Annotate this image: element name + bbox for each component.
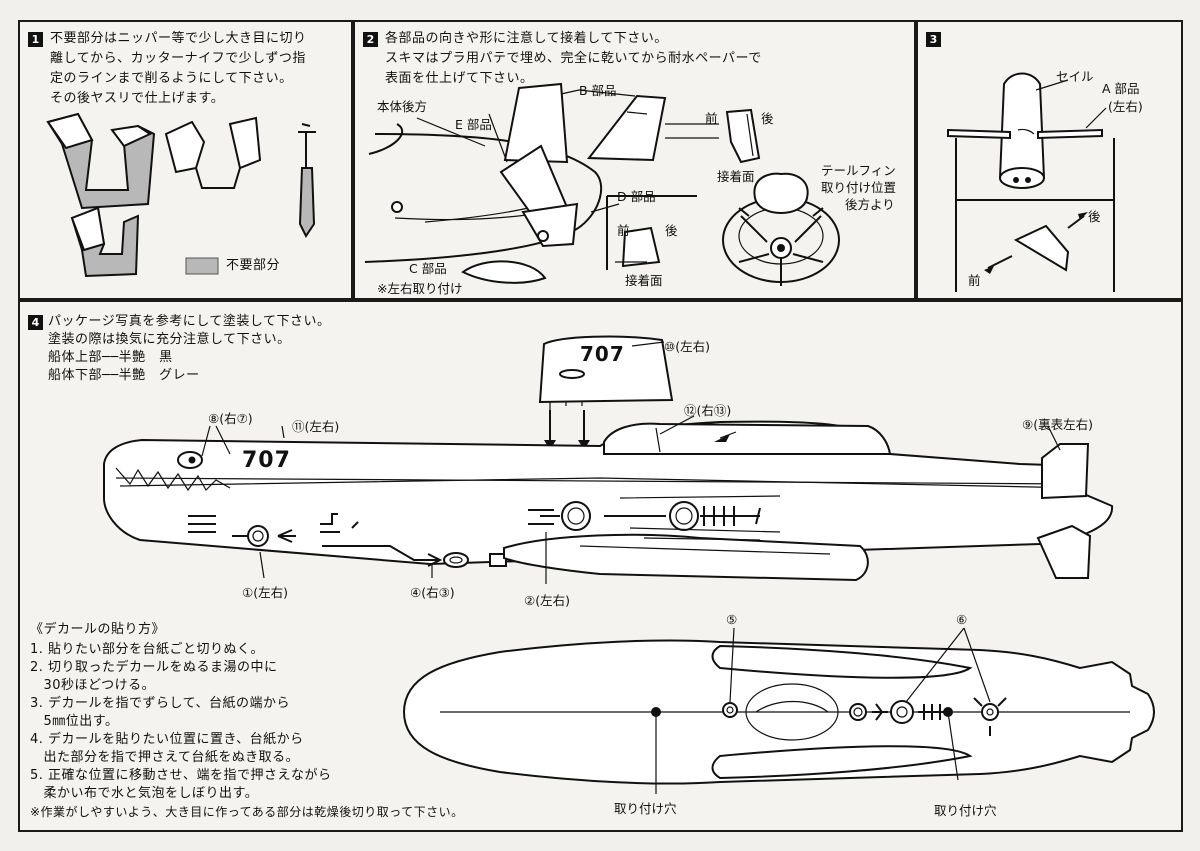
step-4-line-3: 船体上部──半艶 黒: [48, 350, 173, 365]
step-number-3: 3: [926, 32, 941, 47]
label-decal-10: ⑩(左右): [664, 339, 710, 354]
step-1-line-4: その後ヤスリで仕上げます。: [50, 91, 225, 106]
decal-note: ※作業がしやすいよう、大き目に作ってある部分は乾燥後切り取って下さい。: [30, 805, 464, 819]
label-front-1: 前: [705, 111, 718, 126]
unneeded-part-swatch: [185, 257, 219, 275]
panel-step-1: 1 不要部分はニッパー等で少し大き目に切り 離してから、カッターナイフで少しずつ…: [18, 20, 353, 300]
label-tail-fin-3: 後方より: [845, 197, 895, 212]
label-decal-5: ⑤: [726, 612, 738, 627]
step-2-line-3: 表面を仕上げて下さい。: [385, 71, 534, 86]
step-number-2: 2: [363, 32, 378, 47]
decal-step-4: 4. デカールを貼りたい位置に置き、台紙から: [30, 732, 304, 747]
step-number-1: 1: [28, 32, 43, 47]
label-b-part: B 部品: [579, 83, 617, 98]
step-number-4: 4: [28, 315, 43, 330]
hull-number-decal: 707: [242, 448, 291, 473]
label-glue-1: 接着面: [717, 169, 755, 184]
step-1-line-1: 不要部分はニッパー等で少し大き目に切り: [50, 31, 307, 46]
decal-step-2b: 30秒ほどつける。: [30, 678, 156, 693]
label-decal-2: ②(左右): [524, 593, 570, 608]
decal-step-4b: 出た部分を指で押さえて台紙をぬき取る。: [30, 750, 300, 765]
label-a-part-lr: (左右): [1108, 99, 1143, 114]
label-mount-hole-1: 取り付け穴: [614, 801, 677, 816]
sail-number-decal: 707: [580, 342, 625, 366]
label-back-2: 後: [665, 223, 678, 238]
label-e-part: E 部品: [455, 117, 492, 132]
label-d-part: D 部品: [617, 189, 656, 204]
step-1-line-2: 離してから、カッターナイフで少しずつ指: [50, 51, 306, 66]
step-1-line-3: 定のラインまで削るようにして下さい。: [50, 71, 293, 86]
label-glue-2: 接着面: [625, 273, 663, 288]
label-front-2: 前: [617, 223, 630, 238]
step-2-line-1: 各部品の向きや形に注意して接着して下さい。: [385, 31, 668, 46]
step-4-line-4: 船体下部──半艶 グレー: [48, 368, 200, 383]
decal-step-5: 5. 正確な位置に移動させ、端を指で押さえながら: [30, 768, 332, 783]
step-4-line-1: パッケージ写真を参考にして塗装して下さい。: [48, 314, 331, 329]
label-back-1: 後: [761, 111, 774, 126]
decal-step-3: 3. デカールを指でずらして、台紙の端から: [30, 696, 290, 711]
step-2-line-2: スキマはプラ用パテで埋め、完全に乾いてから耐水ペーパーで: [385, 51, 762, 66]
decal-step-1: 1. 貼りたい部分を台紙ごと切りぬく。: [30, 642, 265, 657]
step-4-line-2: 塗装の際は換気に充分注意して下さい。: [48, 332, 291, 347]
label-back: 後: [1088, 209, 1101, 224]
label-decal-8: ⑧(右⑦): [208, 411, 253, 426]
label-tail-fin-1: テールフィン: [821, 163, 896, 178]
sail-assembly-illustration: [947, 72, 1115, 292]
sprue-trimming-illustration: [46, 112, 316, 278]
decal-title: 《デカールの貼り方》: [30, 622, 166, 637]
label-c-note: ※左右取り付け: [377, 281, 463, 296]
label-body-rear: 本体後方: [377, 99, 428, 114]
decal-step-2: 2. 切り取ったデカールをぬるま湯の中に: [30, 660, 278, 675]
label-sail: セイル: [1056, 69, 1094, 84]
panel-step-2: 2 各部品の向きや形に注意して接着して下さい。 スキマはプラ用パテで埋め、完全に…: [353, 20, 916, 300]
decal-step-3b: 5㎜位出す。: [30, 714, 119, 729]
panel-step-3: 3 セイル A 部品 (左右) 後 前: [916, 20, 1183, 300]
tail-assembly-illustration: [364, 82, 840, 286]
label-decal-12: ⑫(右⑬): [684, 403, 732, 418]
label-decal-11: ⑪(左右): [292, 419, 340, 434]
painting-decal-illustration: [103, 335, 1155, 794]
panel-step-4: 4 パッケージ写真を参考にして塗装して下さい。 塗装の際は換気に充分注意して下さ…: [18, 300, 1183, 832]
label-decal-1: ①(左右): [242, 585, 288, 600]
label-decal-9: ⑨(裏表左右): [1022, 417, 1093, 432]
label-c-part: C 部品: [409, 261, 447, 276]
label-decal-4: ④(右③): [410, 585, 455, 600]
label-tail-fin-2: 取り付け位置: [821, 180, 897, 195]
legend-unneeded-part: 不要部分: [226, 258, 281, 273]
label-mount-hole-2: 取り付け穴: [934, 803, 997, 818]
label-a-part: A 部品: [1102, 81, 1140, 96]
label-decal-6: ⑥: [956, 612, 968, 627]
label-front: 前: [968, 273, 981, 288]
decal-step-5b: 柔かい布で水と気泡をしぼり出す。: [30, 786, 259, 801]
